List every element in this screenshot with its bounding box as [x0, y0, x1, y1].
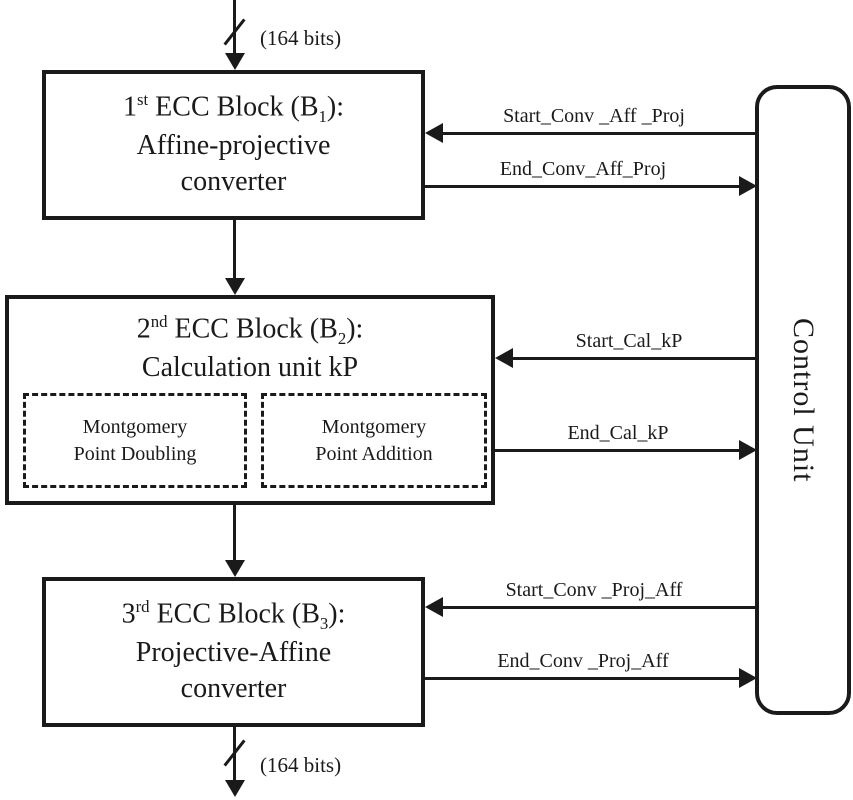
connector-b2-b3-arrowhead-icon	[225, 560, 245, 577]
signal-end-conv-proj-aff-arrowhead-icon	[739, 668, 757, 688]
signal-start-conv-proj-aff-line	[441, 606, 755, 609]
ecc-block-2-line2: Calculation unit kP	[141, 351, 359, 383]
signal-end-cal-kp-arrowhead-icon	[739, 440, 757, 460]
montgomery-addition-line1: Montgomery	[321, 415, 427, 438]
ecc-block-2-title: 2nd ECC Block (B2):	[136, 312, 364, 348]
montgomery-point-addition-unit: Montgomery Point Addition	[261, 393, 487, 488]
signal-end-conv-proj-aff-label: End_Conv _Proj_Aff	[497, 650, 669, 672]
signal-end-conv-aff-proj-label: End_Conv_Aff_Proj	[499, 158, 667, 180]
signal-start-conv-aff-proj-arrowhead-icon	[425, 123, 443, 143]
connector-b1-b2-arrowhead-icon	[225, 278, 245, 295]
ecc-block-3-line2: Projective-Affine	[135, 636, 332, 668]
control-unit-block: Control Unit	[755, 85, 851, 715]
signal-start-cal-kp-label: Start_Cal_kP	[575, 330, 683, 352]
montgomery-addition-line2: Point Addition	[315, 442, 433, 465]
montgomery-doubling-line1: Montgomery	[82, 415, 188, 438]
signal-end-cal-kp-label: End_Cal_kP	[567, 422, 669, 444]
signal-start-conv-proj-aff-label: Start_Conv _Proj_Aff	[505, 579, 683, 601]
signal-start-cal-kp-arrowhead-icon	[495, 348, 513, 368]
ecc-block-1: 1st ECC Block (B1): Affine-projective co…	[42, 70, 425, 220]
ecc-block-1-line2: Affine-projective	[136, 129, 331, 161]
input-bus-label: (164 bits)	[260, 26, 342, 50]
ecc-block-3-title: 3rd ECC Block (B3):	[121, 597, 346, 634]
ecc-block-1-title: 1st ECC Block (B1):	[122, 90, 345, 127]
signal-end-cal-kp-line	[495, 449, 741, 452]
control-unit-label: Control Unit	[787, 317, 820, 483]
signal-start-conv-proj-aff-arrowhead-icon	[425, 597, 443, 617]
signal-end-conv-aff-proj-line	[425, 185, 741, 188]
input-bus-arrowhead-icon	[225, 53, 245, 70]
signal-start-conv-aff-proj-line	[441, 132, 755, 135]
ecc-block-3-line3: converter	[180, 673, 287, 705]
signal-end-conv-aff-proj-arrowhead-icon	[739, 176, 757, 196]
ecc-block-2: 2nd ECC Block (B2): Calculation unit kP …	[5, 295, 495, 505]
ecc-block-3: 3rd ECC Block (B3): Projective-Affine co…	[42, 577, 425, 727]
signal-end-conv-proj-aff-line	[425, 677, 741, 680]
connector-b1-b2-line	[233, 220, 236, 280]
output-bus-arrowhead-icon	[225, 780, 245, 797]
signal-start-conv-aff-proj-label: Start_Conv _Aff _Proj	[503, 105, 685, 127]
montgomery-point-doubling-unit: Montgomery Point Doubling	[23, 393, 247, 488]
output-bus-label: (164 bits)	[260, 753, 342, 777]
connector-b2-b3-line	[233, 505, 236, 563]
montgomery-doubling-line2: Point Doubling	[73, 442, 197, 465]
signal-start-cal-kp-line	[511, 357, 755, 360]
ecc-block-1-line3: converter	[180, 166, 287, 198]
